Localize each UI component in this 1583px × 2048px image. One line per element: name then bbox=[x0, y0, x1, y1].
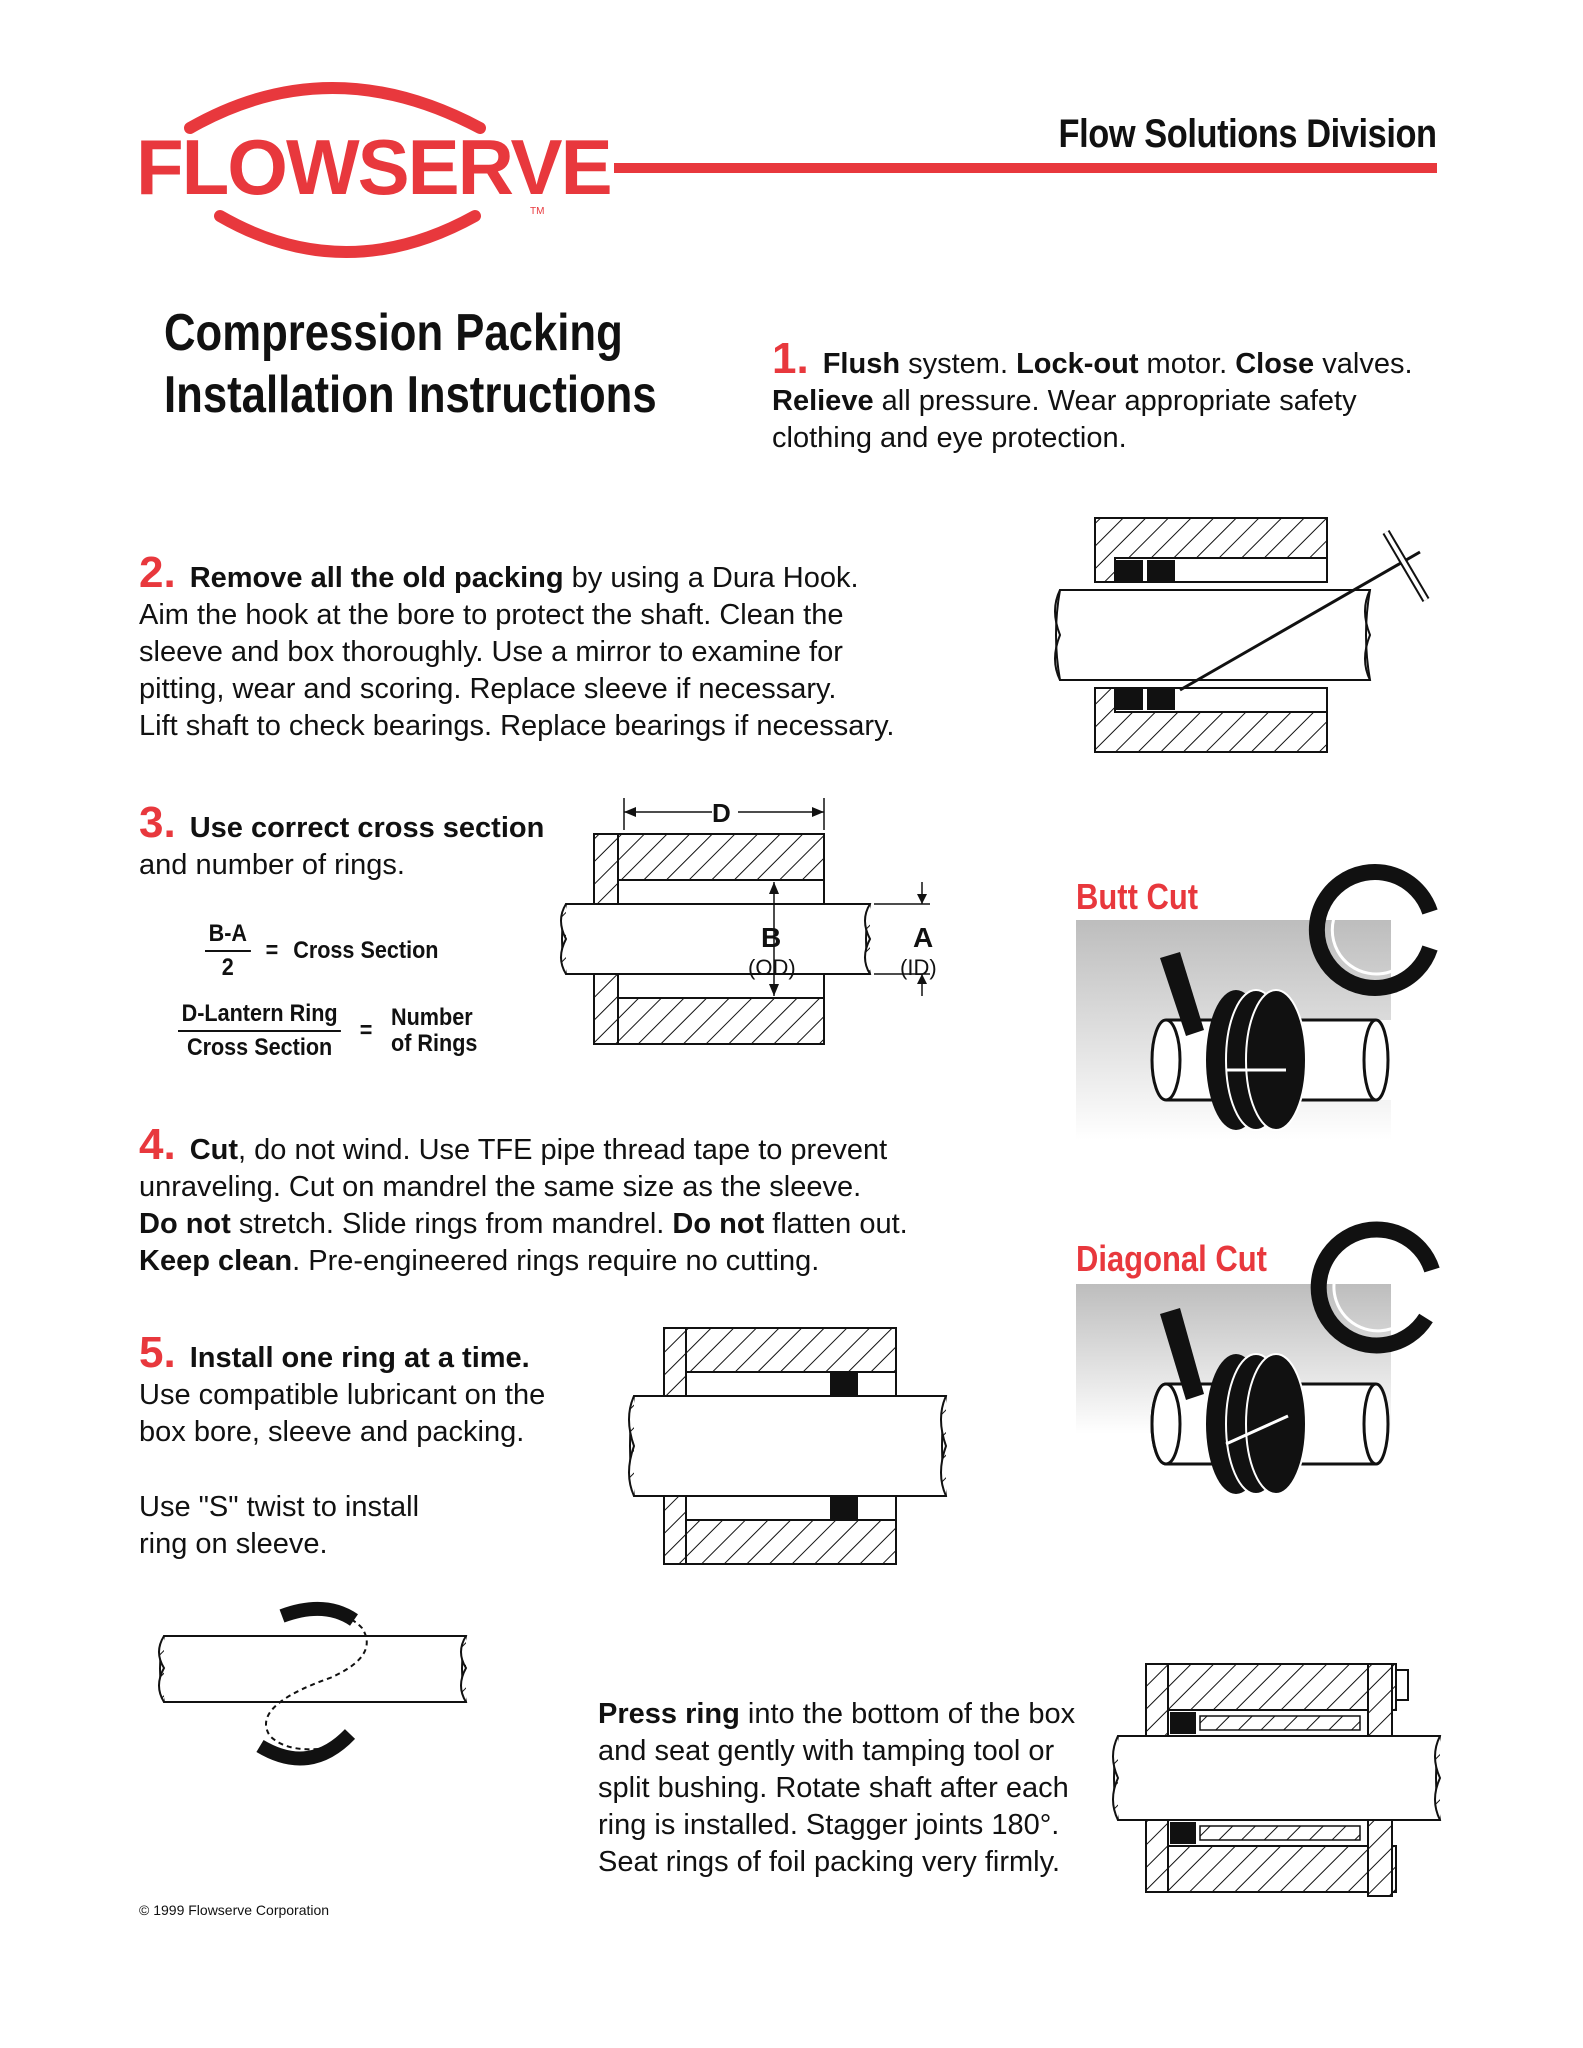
formula-result: Number bbox=[391, 1004, 473, 1031]
step-text: clothing and eye protection. bbox=[772, 422, 1127, 454]
copyright-notice: © 1999 Flowserve Corporation bbox=[139, 1902, 330, 1918]
step-text: ring is installed. Stagger joints 180°. bbox=[598, 1809, 1060, 1841]
dimension-diagram bbox=[560, 794, 930, 1045]
title-line-1: Compression Packing bbox=[164, 304, 623, 362]
butt-cut-illustration bbox=[1076, 920, 1391, 1140]
formula-equals: = bbox=[265, 937, 279, 964]
step-text: Use compatible lubricant on the bbox=[139, 1379, 546, 1411]
step-text: Do not bbox=[139, 1208, 231, 1240]
step-text: by using a Dura Hook. bbox=[563, 562, 859, 594]
step-number: 1. bbox=[772, 334, 809, 383]
step-text: system. bbox=[900, 348, 1017, 380]
step-text: Keep clean bbox=[139, 1245, 293, 1277]
step-text: and number of rings. bbox=[139, 849, 405, 881]
step-text: Seat rings of foil packing very firmly. bbox=[598, 1846, 1061, 1878]
dimension-label-b: B bbox=[761, 922, 782, 953]
step-text: motor. bbox=[1138, 348, 1236, 380]
brand-name: FLOWSERVE bbox=[136, 123, 613, 211]
step-text: Aim the hook at the bore to protect the … bbox=[139, 599, 844, 631]
dimension-label-id: (ID) bbox=[900, 955, 937, 980]
formula-equals: = bbox=[359, 1017, 373, 1044]
step-text: ring on sleeve. bbox=[139, 1528, 328, 1560]
step-text: unraveling. Cut on mandrel the same size… bbox=[139, 1171, 862, 1203]
division-name: Flow Solutions Division bbox=[1058, 112, 1438, 156]
step-text: Relieve bbox=[772, 385, 874, 417]
step-text: . Pre-engineered rings require no cuttin… bbox=[292, 1245, 820, 1277]
step-text: Lock-out bbox=[1016, 348, 1139, 380]
step-text: stretch. Slide rings from mandrel. bbox=[230, 1208, 673, 1240]
step-4: 4. Cut, do not wind. Use TFE pipe thread … bbox=[139, 1123, 999, 1280]
step-text: Flush bbox=[822, 348, 901, 380]
step-text: Do not bbox=[672, 1208, 765, 1240]
step-text: Use "S" twist to install bbox=[139, 1491, 420, 1523]
step-text: Cut bbox=[189, 1134, 239, 1166]
formula-numerator: B-A bbox=[205, 920, 251, 952]
step-text: sleeve and box thoroughly. Use a mirror … bbox=[139, 636, 843, 668]
step-text: pitting, wear and scoring. Replace sleev… bbox=[139, 673, 837, 705]
diagonal-cut-ring bbox=[1310, 1221, 1440, 1354]
logo-arcs bbox=[184, 82, 486, 258]
formula-denominator: Cross Section bbox=[186, 1034, 333, 1061]
flowserve-logo: FLOWSERVE TM bbox=[130, 82, 613, 258]
diagonal-cut-label: Diagonal Cut bbox=[1076, 1238, 1267, 1279]
s-twist-diagram bbox=[158, 1601, 468, 1766]
step-text: Install one ring at a time. bbox=[189, 1342, 530, 1374]
trademark: TM bbox=[530, 206, 545, 217]
step-number: 3. bbox=[139, 798, 176, 847]
step-text: all pressure. Wear appropriate safety bbox=[873, 385, 1357, 417]
formula-denominator: 2 bbox=[221, 954, 234, 981]
header-rule bbox=[614, 163, 1437, 173]
step-text: box bore, sleeve and packing. bbox=[139, 1416, 525, 1448]
butt-cut-ring bbox=[1308, 864, 1438, 996]
step-text: , do not wind. Use TFE pipe thread tape … bbox=[238, 1134, 888, 1166]
press-ring-instructions: Press ring into the bottom of the box an… bbox=[598, 1696, 1118, 1881]
step-text: Lift shaft to check bearings. Replace be… bbox=[139, 710, 895, 742]
press-ring-diagram bbox=[1112, 1663, 1442, 1897]
formula-result: Cross Section bbox=[293, 937, 439, 964]
step-2: 2. Remove all the old packing by using a … bbox=[139, 551, 939, 745]
step-3: 3. Use correct cross section and number o… bbox=[139, 801, 619, 884]
title-line-2: Installation Instructions bbox=[164, 366, 657, 424]
step-text: Close bbox=[1235, 348, 1315, 380]
dimension-label-d: D bbox=[712, 798, 731, 828]
formula-numerator: D-Lantern Ring bbox=[178, 1000, 342, 1032]
step-text: Use correct cross section bbox=[189, 812, 545, 844]
step-text: flatten out. bbox=[764, 1208, 908, 1240]
step-text: Remove all the old packing bbox=[189, 562, 564, 594]
dimension-label-od: (OD) bbox=[748, 955, 796, 980]
step-text: into the bottom of the box bbox=[739, 1698, 1076, 1730]
page-title: Compression Packing Installation Instruc… bbox=[164, 302, 657, 426]
step-text: and seat gently with tamping tool or bbox=[598, 1735, 1055, 1767]
formula-result: of Rings bbox=[391, 1030, 478, 1057]
butt-cut-label: Butt Cut bbox=[1076, 876, 1199, 917]
step-text: valves. bbox=[1314, 348, 1413, 380]
step-text: Press ring bbox=[598, 1698, 740, 1730]
install-ring-diagram bbox=[628, 1327, 948, 1565]
step-1: 1. Flush system. Lock-out motor. Close va… bbox=[772, 337, 1472, 457]
step-number: 4. bbox=[139, 1120, 176, 1169]
step-text: split bushing. Rotate shaft after each bbox=[598, 1772, 1069, 1804]
hook-removal-diagram bbox=[1054, 517, 1430, 753]
step-number: 5. bbox=[139, 1328, 176, 1377]
step-5: 5. Install one ring at a time. Use compat… bbox=[139, 1331, 599, 1563]
step-number: 2. bbox=[139, 548, 176, 597]
dimension-label-a: A bbox=[913, 922, 934, 953]
